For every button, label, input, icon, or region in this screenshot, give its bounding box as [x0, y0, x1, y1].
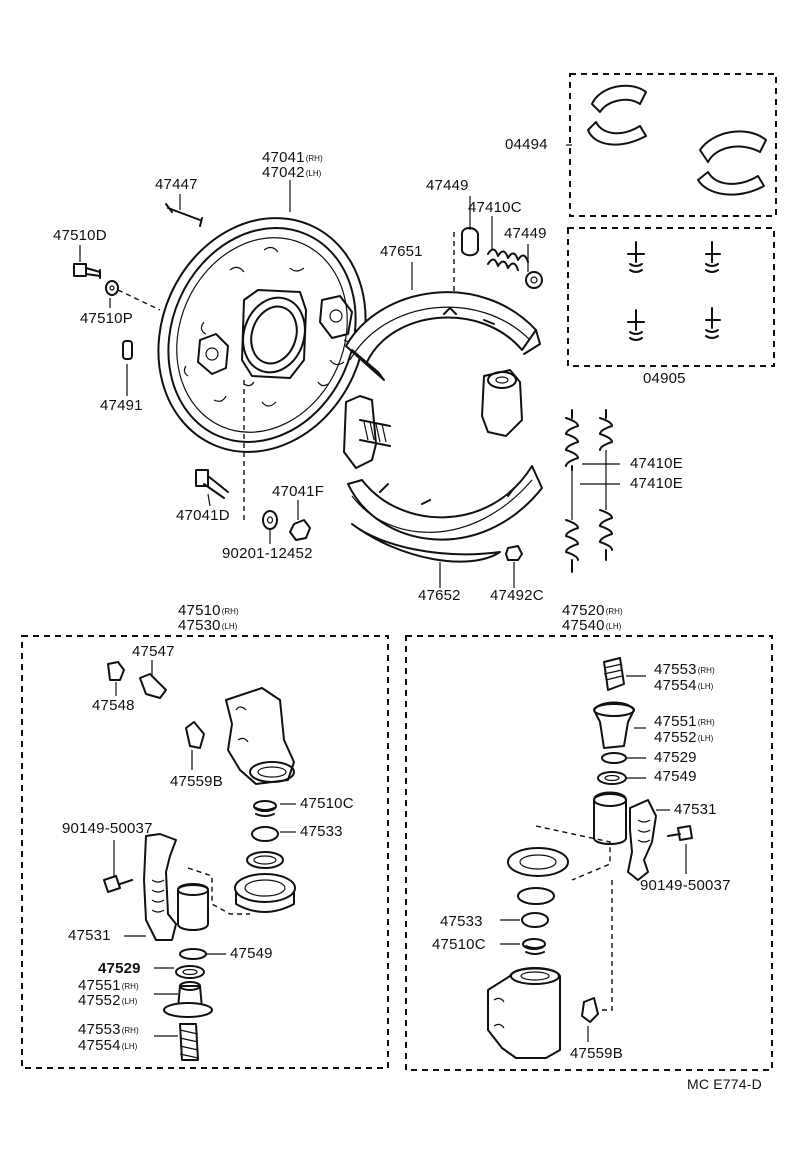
label-47559b-right: 47559B — [570, 1045, 623, 1062]
label-04905: 04905 — [643, 370, 686, 387]
label-47510c-right: 47510C — [432, 936, 486, 953]
adjuster-strut — [343, 369, 523, 469]
label-47520-rh: 47520(RH) — [562, 602, 623, 619]
small-parts-right — [461, 227, 543, 561]
brake-shoe-lower — [347, 465, 543, 563]
label-47531-left: 47531 — [68, 927, 111, 944]
label-47041d: 47041D — [176, 507, 230, 524]
label-47552-lh-right: 47552(LH) — [654, 729, 714, 746]
label-47449-a: 47449 — [426, 177, 469, 194]
leader-dashes-plate — [117, 232, 455, 520]
small-parts-left — [73, 263, 311, 541]
label-47549-left: 47549 — [230, 945, 273, 962]
label-47041f: 47041F — [272, 483, 325, 500]
label-47447: 47447 — [155, 176, 198, 193]
label-90149-50037-right: 90149-50037 — [640, 877, 731, 894]
label-47548: 47548 — [92, 697, 135, 714]
return-springs — [565, 409, 613, 573]
label-47492c: 47492C — [490, 587, 544, 604]
label-47510p: 47510P — [80, 310, 133, 327]
label-47510d: 47510D — [53, 227, 107, 244]
label-47530-lh: 47530(LH) — [178, 617, 238, 634]
label-47559b-left: 47559B — [170, 773, 223, 790]
right-cylinder-box — [405, 635, 773, 1071]
label-47041-rh: 47041(RH) — [262, 149, 323, 166]
diagram-code: MC E774-D — [687, 1076, 762, 1092]
label-47410c: 47410C — [468, 199, 522, 216]
brake-shoe-upper — [345, 291, 541, 381]
label-47529-right: 47529 — [654, 749, 697, 766]
label-47410e-b: 47410E — [630, 475, 683, 492]
label-47533-left: 47533 — [300, 823, 343, 840]
kit-box-04905 — [567, 227, 775, 367]
label-47531-right: 47531 — [674, 801, 717, 818]
label-47042-lh: 47042(LH) — [262, 164, 322, 181]
label-47551-rh-right: 47551(RH) — [654, 713, 715, 730]
left-cylinder-parts — [103, 661, 296, 1061]
label-47491: 47491 — [100, 397, 143, 414]
label-47547: 47547 — [132, 643, 175, 660]
label-90149-50037-left: 90149-50037 — [62, 820, 153, 837]
label-47540-lh: 47540(LH) — [562, 617, 622, 634]
label-47549-right: 47549 — [654, 768, 697, 785]
label-47551-rh-left: 47551(RH) — [78, 977, 139, 994]
label-47553-rh-right: 47553(RH) — [654, 661, 715, 678]
kit-box-04494 — [569, 73, 777, 217]
label-47652: 47652 — [418, 587, 461, 604]
label-47651: 47651 — [380, 243, 423, 260]
label-04494: 04494 — [505, 136, 548, 153]
label-47554-lh-left: 47554(LH) — [78, 1037, 138, 1054]
label-47510c-left: 47510C — [300, 795, 354, 812]
label-47554-lh-right: 47554(LH) — [654, 677, 714, 694]
left-cylinder-box — [21, 635, 389, 1069]
label-90201-12452: 90201-12452 — [222, 545, 313, 562]
label-47529-left: 47529 — [98, 960, 141, 977]
right-cylinder-parts — [487, 657, 693, 1059]
label-47449-b: 47449 — [504, 225, 547, 242]
label-47410e-a: 47410E — [630, 455, 683, 472]
label-47553-rh-left: 47553(RH) — [78, 1021, 139, 1038]
label-47510-rh: 47510(RH) — [178, 602, 239, 619]
label-47552-lh-left: 47552(LH) — [78, 992, 138, 1009]
label-leaders — [79, 144, 687, 1042]
label-47533-right: 47533 — [440, 913, 483, 930]
